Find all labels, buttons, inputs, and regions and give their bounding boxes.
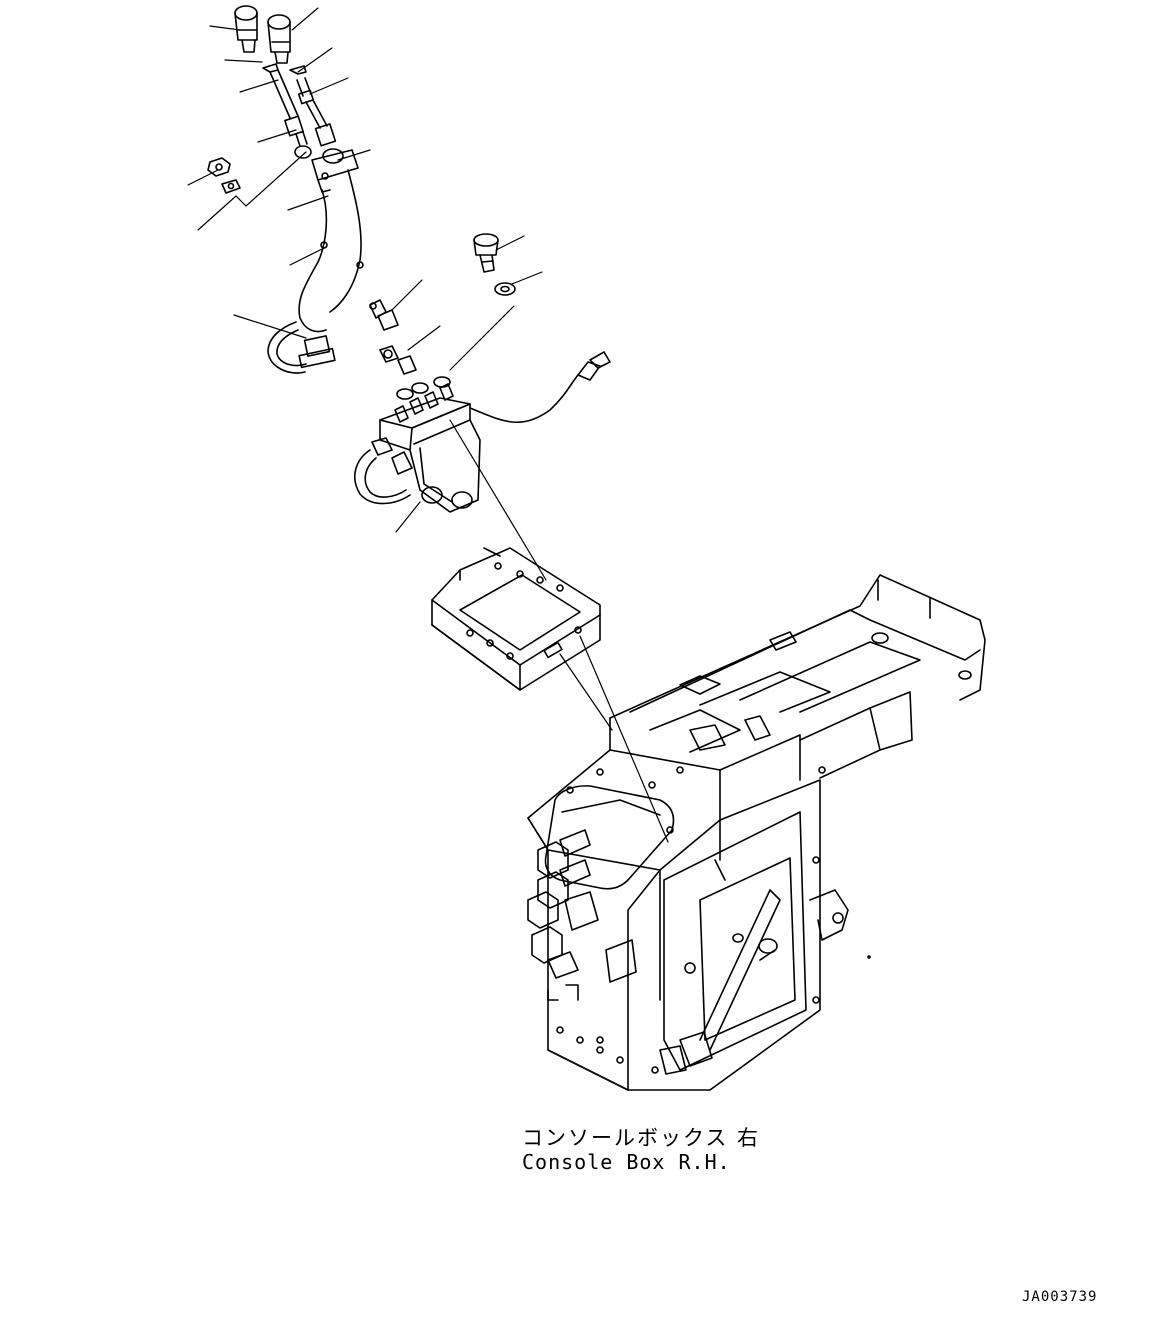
wire-harness xyxy=(268,170,363,373)
lever-shaft-right xyxy=(290,66,343,163)
mounting-plate xyxy=(432,548,600,690)
lever-shaft-left xyxy=(263,64,311,158)
switch-part-upper xyxy=(370,300,398,330)
drawing-id: JA003739 xyxy=(1022,1289,1098,1305)
console-box-frame xyxy=(528,575,985,1090)
switch-part-lower xyxy=(380,346,416,374)
washer-icon xyxy=(222,180,240,193)
bolt-icon xyxy=(474,234,498,272)
washer-icon xyxy=(495,283,515,295)
lever-knob-right xyxy=(268,15,290,63)
leader-lines xyxy=(188,8,668,842)
nut-icon xyxy=(208,158,230,176)
stray-dot xyxy=(868,956,870,958)
lever-knob-left xyxy=(235,6,257,52)
caption-english: Console Box R.H. xyxy=(522,1150,731,1174)
valve-cable xyxy=(470,352,610,422)
pilot-valve xyxy=(355,377,480,512)
caption-japanese: コンソールボックス 右 xyxy=(522,1126,761,1150)
